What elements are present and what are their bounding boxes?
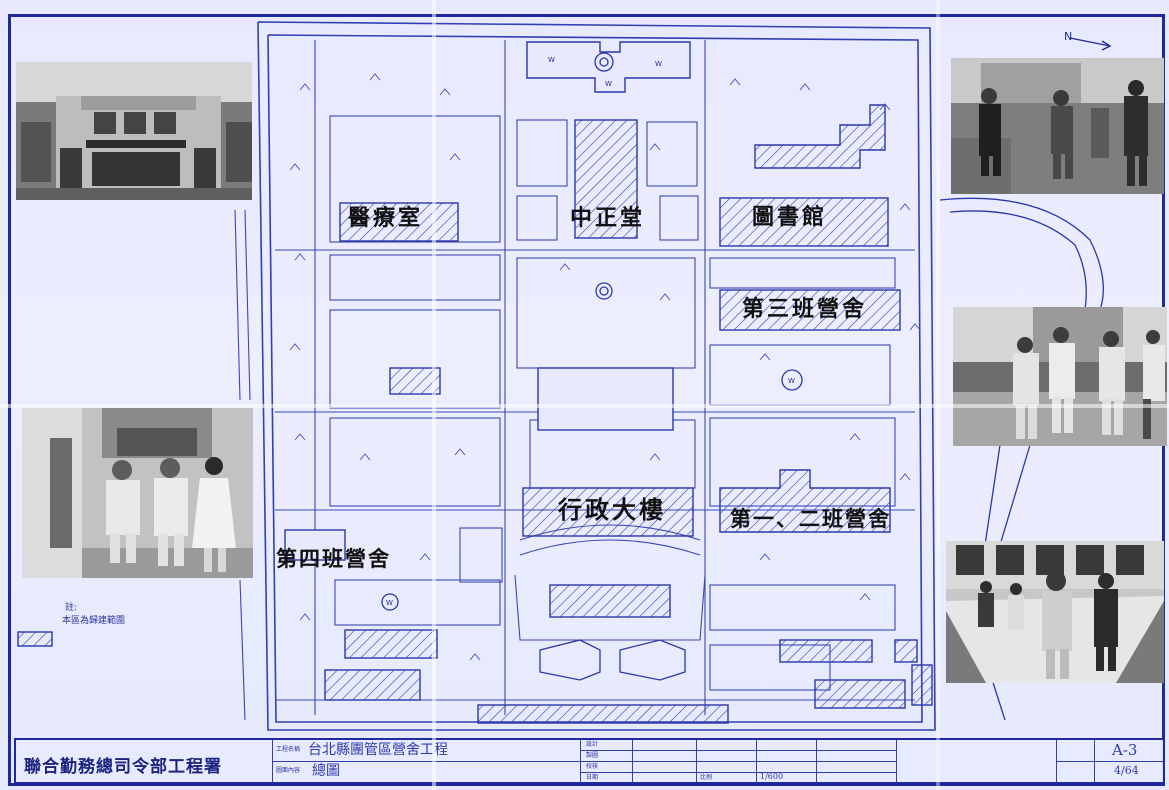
plaza-features [381,52,803,681]
photo-building-facade [16,62,252,200]
label-medical-room: 醫療室 [348,205,424,231]
photo-officers-courtyard [946,541,1164,683]
title-block: 聯合勤務總司令部工程署 工程名稱 台北縣團管區營舍工程 圖面內容 總圖 設計 製… [14,738,1165,784]
map-mark-w-3: W [605,80,612,88]
left-margin-lines [234,209,251,721]
photo-officers-walking [951,58,1164,194]
legend-swatch [17,631,53,647]
label-library: 圖書館 [752,204,828,230]
north-label: N [1064,30,1072,43]
scale-value: 1/600 [760,772,784,781]
north-arrow [1069,37,1112,51]
map-mark-w-4: W [386,599,393,607]
label-admin-building: 行政大樓 [558,495,666,524]
project-label: 工程名稱 [276,746,301,753]
checker-label: 校核 [586,763,599,770]
photo-officers-corridor [22,408,253,578]
date-label: 日期 [586,774,599,781]
map-mark-w-1: W [548,56,555,64]
note-text: 本區為歸建範圍 [62,616,126,626]
scale-label: 比例 [700,774,713,781]
project-name: 台北縣團管區營舍工程 [308,742,448,758]
label-zhongzheng-hall: 中正堂 [570,205,646,231]
map-mark-w-5: W [788,377,795,385]
sheet-count: 4/64 [1114,764,1139,777]
photo-officers-group [953,307,1167,446]
organization-name: 聯合勤務總司令部工程署 [24,757,222,777]
building-footprints [284,41,933,724]
drafter-label: 製圖 [586,752,599,759]
designer-label: 設計 [586,741,599,748]
site-boundary [257,21,936,731]
note-label: 註: [65,603,78,613]
label-squad4-barracks: 第四班營舍 [276,546,391,571]
content-label: 圖面內容 [276,767,301,774]
label-squad3-barracks: 第三班營舍 [742,296,868,322]
tree-marks [289,73,921,661]
map-mark-w-2: W [655,60,662,68]
label-squad12-barracks: 第一、二班營舍 [730,506,891,531]
drawing-title: 總圖 [312,763,340,779]
sheet-number: A-3 [1112,741,1138,759]
